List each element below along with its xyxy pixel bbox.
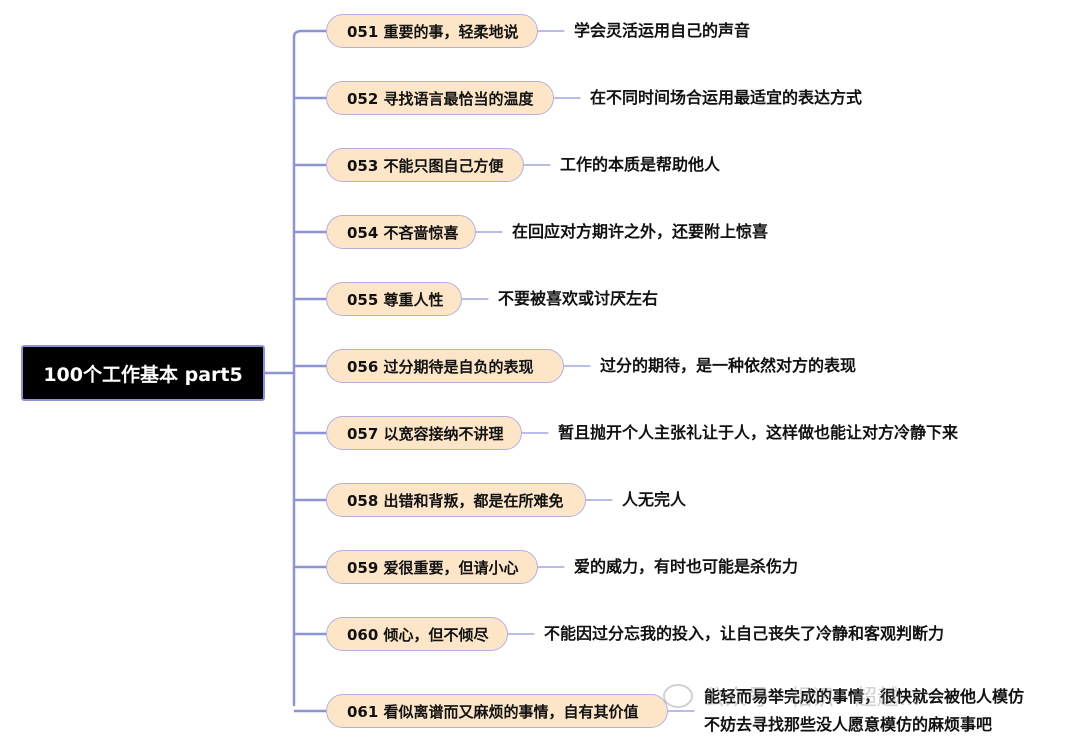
topic-node[interactable]: 060 倾心，但不倾尽 — [326, 617, 508, 651]
topic-label: 051 重要的事，轻柔地说 — [347, 22, 519, 41]
topic-description: 人无完人 — [622, 490, 687, 509]
topic-description: 工作的本质是帮助他人 — [560, 155, 721, 174]
root-node[interactable]: 100个工作基本 part5 — [21, 345, 265, 401]
topic-description: 不能因过分忘我的投入，让自己丧失了冷静和客观判断力 — [544, 624, 945, 643]
topic-label: 053 不能只图自己方便 — [347, 156, 504, 175]
topic-label: 052 寻找语言最恰当的温度 — [347, 89, 534, 108]
topic-node[interactable]: 058 出错和背叛，都是在所难免 — [326, 483, 586, 517]
topic-label: 057 以宽容接纳不讲理 — [347, 424, 504, 443]
topic-description: 过分的期待，是一种依然对方的表现 — [600, 356, 857, 375]
topic-label: 060 倾心，但不倾尽 — [347, 625, 489, 644]
topic-description: 爱的威力，有时也可能是杀伤力 — [574, 557, 799, 576]
topic-description: 在回应对方期许之外，还要附上惊喜 — [512, 222, 769, 241]
topic-label: 054 不吝啬惊喜 — [347, 223, 459, 242]
root-label: 100个工作基本 part5 — [43, 363, 243, 386]
topic-description: 在不同时间场合运用最适宜的表达方式 — [590, 88, 863, 107]
wechat-icon — [663, 684, 693, 708]
topic-description: 不要被喜欢或讨厌左右 — [498, 289, 659, 308]
topic-label: 061 看似离谱而又麻烦的事情，自有其价值 — [347, 702, 639, 721]
topic-label: 058 出错和背叛，都是在所难免 — [347, 491, 564, 510]
watermark-text: 公众号 · 相识 · 超越... — [703, 686, 920, 711]
topic-node[interactable]: 051 重要的事，轻柔地说 — [326, 14, 538, 48]
topic-description: 暂且抛开个人主张礼让于人，这样做也能让对方冷静下来 — [558, 423, 959, 442]
branch-line — [292, 29, 326, 38]
topic-label: 059 爱很重要，但请小心 — [347, 558, 519, 577]
topic-node[interactable]: 055 尊重人性 — [326, 282, 462, 316]
topic-label: 056 过分期待是自负的表现 — [347, 357, 534, 376]
topic-description: 能轻而易举完成的事情，很快就会被他人模仿 — [704, 687, 1025, 706]
topic-node[interactable]: 061 看似离谱而又麻烦的事情，自有其价值 — [326, 694, 668, 728]
topic-node[interactable]: 056 过分期待是自负的表现 — [326, 349, 564, 383]
topic-node[interactable]: 053 不能只图自己方便 — [326, 148, 524, 182]
topic-description: 不妨去寻找那些没人愿意模仿的麻烦事吧 — [704, 715, 993, 734]
topic-node[interactable]: 054 不吝啬惊喜 — [326, 215, 476, 249]
topic-description: 学会灵活运用自己的声音 — [574, 21, 751, 40]
topic-node[interactable]: 057 以宽容接纳不讲理 — [326, 416, 522, 450]
topic-node[interactable]: 052 寻找语言最恰当的温度 — [326, 81, 554, 115]
topic-label: 055 尊重人性 — [347, 290, 444, 309]
topic-node[interactable]: 059 爱很重要，但请小心 — [326, 550, 538, 584]
watermark: 公众号 · 相识 · 超越... — [663, 680, 920, 712]
